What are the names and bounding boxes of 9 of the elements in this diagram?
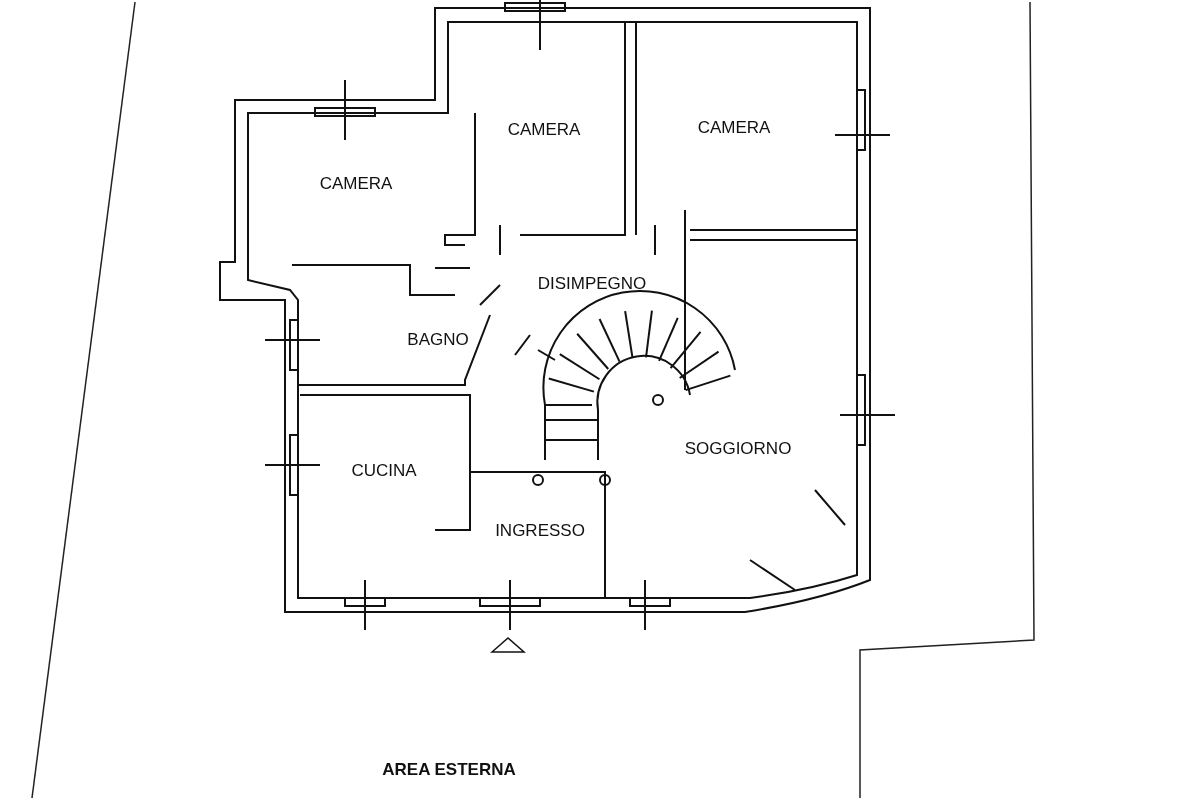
area-label: AREA ESTERNA — [382, 760, 516, 780]
room-name: CAMERA — [507, 120, 581, 140]
room-name: CUCINA — [351, 461, 417, 481]
room-name: CAMERA — [697, 118, 771, 138]
room-name: CAMERA — [319, 174, 393, 194]
room-name: BAGNO — [407, 330, 469, 350]
room-name: SOGGIORNO — [684, 439, 792, 459]
room-name: DISIMPEGNO — [537, 274, 647, 294]
room-name: INGRESSO — [495, 521, 585, 541]
